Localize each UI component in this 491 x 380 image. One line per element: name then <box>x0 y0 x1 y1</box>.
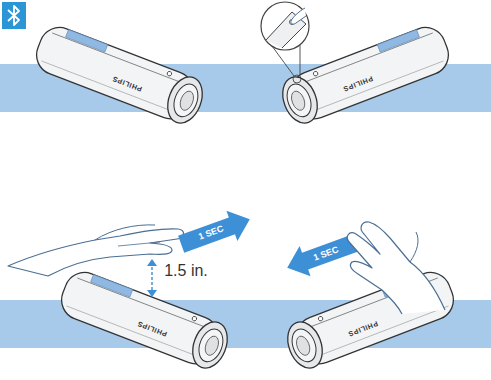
distance-marker <box>147 259 157 297</box>
speaker <box>56 267 234 373</box>
bluetooth-icon <box>2 2 26 29</box>
motion-arrow <box>176 204 256 259</box>
button-inset <box>261 2 309 83</box>
dimension-label: 1.5 in. <box>164 263 208 279</box>
hand <box>8 225 184 276</box>
speaker <box>31 22 209 128</box>
hand <box>347 222 445 314</box>
